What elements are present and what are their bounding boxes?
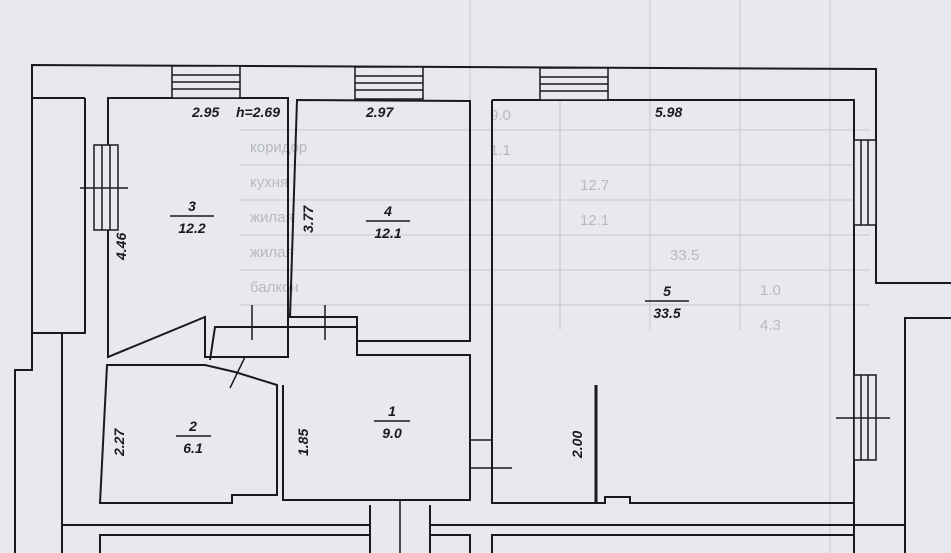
room-3-outline	[107, 97, 289, 359]
lower-walls	[62, 505, 905, 553]
room-2-number: 2	[188, 418, 197, 434]
ghost-num-7: 4.3	[760, 317, 781, 334]
dim-4-46: 4.46	[113, 233, 129, 261]
dim-2-00: 2.00	[569, 431, 585, 459]
window-top-2	[354, 66, 424, 100]
ghost-word-5: балкон	[250, 279, 299, 296]
room-4-area: 12.1	[374, 225, 401, 241]
room-1-label: 1 9.0	[374, 403, 410, 441]
ghost-num-1: 9.0	[490, 107, 511, 124]
dim-2-97: 2.97	[365, 104, 394, 120]
window-top-3	[539, 67, 609, 101]
room-3-label: 3 12.2	[170, 198, 214, 236]
room-3-number: 3	[188, 198, 196, 214]
dim-2-27: 2.27	[111, 428, 127, 457]
ceiling-height: h=2.69	[236, 104, 280, 120]
ghost-word-3: жилая	[250, 209, 294, 226]
room-4-number: 4	[383, 203, 392, 219]
ghost-num-3: 12.7	[580, 177, 609, 194]
room-1-number: 1	[388, 403, 396, 419]
room-1-outline	[209, 326, 471, 501]
ghost-num-5: 33.5	[670, 247, 699, 264]
room-2-outline	[98, 364, 278, 504]
door-marks	[229, 305, 512, 553]
room-1-area: 9.0	[382, 425, 402, 441]
window-right-1	[853, 139, 877, 226]
room-5-outline	[491, 99, 855, 504]
dim-1-85: 1.85	[295, 429, 311, 456]
room-5-label: 5 33.5	[645, 283, 689, 321]
room-4-label: 4 12.1	[366, 203, 410, 241]
room-labels: 1 9.0 2 6.1 3 12.2 4 12.1 5 33.5	[170, 198, 689, 456]
show-through-grid	[240, 0, 870, 553]
dim-2-95: 2.95	[191, 104, 219, 120]
window-right-2	[836, 374, 890, 461]
room-3-area: 12.2	[178, 220, 205, 236]
room-5-number: 5	[663, 283, 671, 299]
room-2-area: 6.1	[183, 440, 203, 456]
dim-3-77: 3.77	[300, 205, 316, 233]
ghost-num-4: 12.1	[580, 212, 609, 229]
ghost-word-1: коридор	[250, 139, 307, 156]
ghost-num-6: 1.0	[760, 282, 781, 299]
show-through-text: коридор кухня жилая жилая балкон 9.0 1.1…	[250, 107, 781, 334]
outer-walls	[14, 63, 951, 553]
ghost-num-2: 1.1	[490, 142, 511, 159]
ghost-word-4: жилая	[250, 244, 294, 261]
ghost-word-2: кухня	[250, 174, 288, 191]
room-2-label: 2 6.1	[176, 418, 211, 456]
windows	[80, 65, 890, 461]
dim-5-98: 5.98	[655, 104, 682, 120]
window-top-1	[171, 65, 241, 99]
room-walls	[98, 97, 855, 504]
room-5-area: 33.5	[653, 305, 680, 321]
dimension-labels: 2.95 h=2.69 2.97 5.98 4.46 3.77 2.27 1.8…	[111, 104, 682, 459]
window-left	[80, 144, 128, 231]
